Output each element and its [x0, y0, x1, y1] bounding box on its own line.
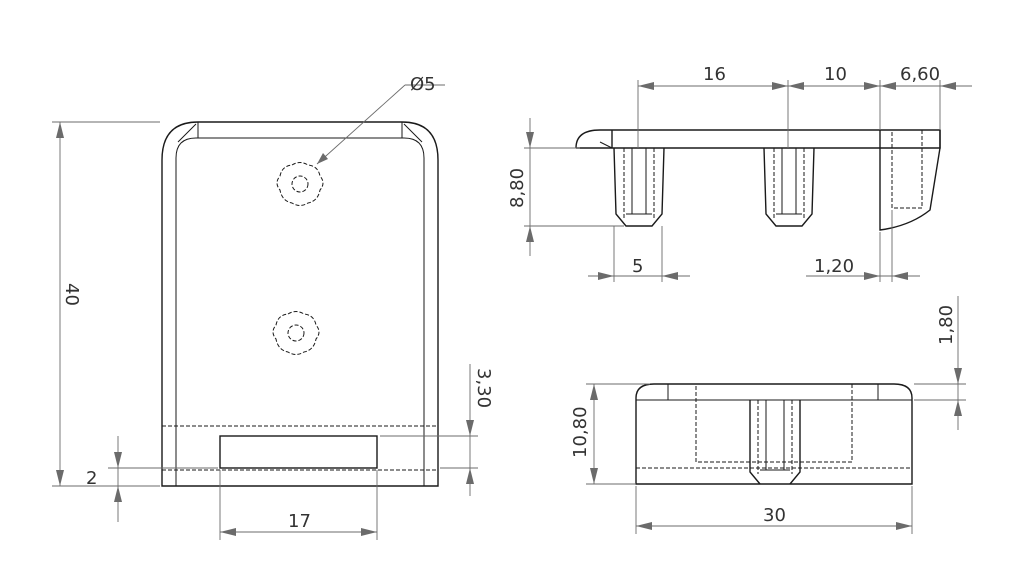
- pin-spacing-label: 16: [703, 64, 726, 85]
- front-view: Ø5 40 2 3,30 17: [52, 74, 494, 540]
- front-view-outline: [161, 121, 439, 487]
- pin-height-label: 8,80: [507, 168, 528, 208]
- bottom-view-pin: [749, 400, 801, 485]
- front-hole-upper: [276, 162, 324, 206]
- hole-diameter-label: Ø5: [410, 74, 436, 95]
- slot-width-label: 17: [288, 511, 311, 532]
- slot-height-label: 2: [86, 468, 97, 489]
- bottom-width-label: 30: [763, 505, 786, 526]
- tab-gap-label: 1,20: [814, 256, 854, 277]
- front-view-inner-edge: [175, 137, 425, 486]
- rim-thickness-label: 1,80: [936, 305, 957, 345]
- tab-width-label: 6,60: [900, 64, 940, 85]
- pin-width-label: 5: [632, 256, 643, 277]
- side-view-pin-left: [613, 147, 665, 227]
- bottom-height-label: 10,80: [570, 406, 591, 458]
- side-view-tab: [879, 130, 941, 231]
- height-dimension-label: 40: [61, 283, 82, 306]
- front-hole-lower: [272, 311, 320, 355]
- bottom-view-outline: [635, 383, 913, 485]
- side-view-top-plate: [575, 129, 941, 149]
- side-view-pin-middle: [763, 147, 815, 227]
- side-view: 16 10 6,60 8,80 5 1,20: [507, 64, 972, 282]
- front-slot: [219, 435, 378, 469]
- bottom-view: 1,80 10,80 30: [570, 296, 966, 534]
- pin-to-tab-label: 10: [824, 64, 847, 85]
- bottom-offset-label: 3,30: [473, 368, 494, 408]
